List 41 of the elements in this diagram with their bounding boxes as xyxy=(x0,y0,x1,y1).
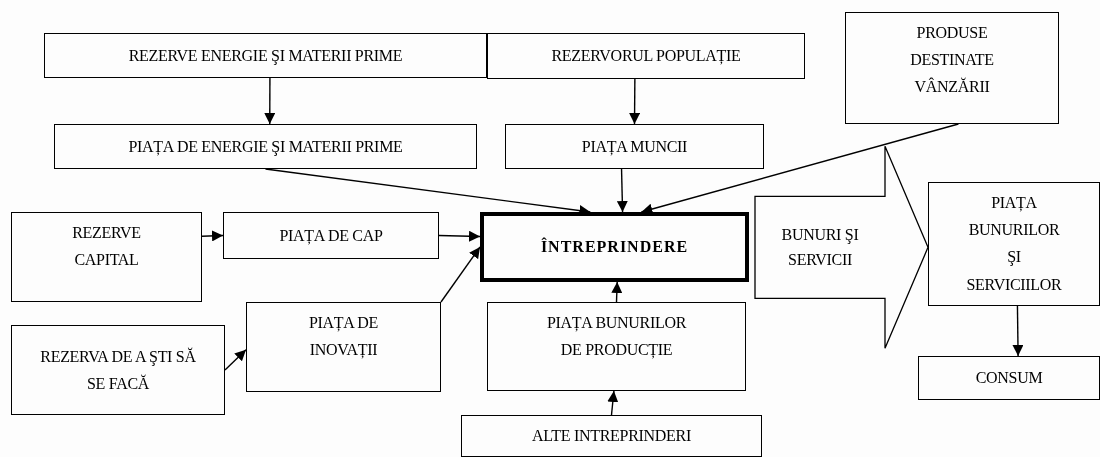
node-label: PIAȚA DE INOVAȚII xyxy=(307,313,380,361)
arrow xyxy=(607,390,619,416)
process-box xyxy=(54,124,477,169)
process-box xyxy=(11,212,202,302)
process-box xyxy=(928,182,1100,306)
arrow xyxy=(616,168,628,213)
arrow xyxy=(201,230,224,242)
arrow xyxy=(440,246,481,303)
process-box xyxy=(44,33,487,78)
node-label: ÎNTREPRINDERE xyxy=(540,236,689,258)
edge-label: BUNURI ŞI SERVICII xyxy=(780,224,860,271)
node-label: ALTE INTREPRINDERI xyxy=(532,426,691,447)
node-label: PIAȚA BUNURILOR ŞI SERVICIILOR xyxy=(965,193,1063,295)
node-label: PRODUSE DESTINATE VÂNZĂRII xyxy=(909,23,995,98)
arrow xyxy=(264,77,276,125)
node-label: PIAȚA DE CAP xyxy=(279,225,383,247)
process-box xyxy=(487,302,746,391)
process-box xyxy=(487,33,805,79)
process-box xyxy=(246,302,441,392)
node-label: REZERVE CAPITAL xyxy=(71,223,142,271)
process-box xyxy=(223,212,439,259)
block-arrow xyxy=(754,145,929,349)
process-box xyxy=(918,356,1100,400)
node-label: PIAȚA DE ENERGIE ŞI MATERII PRIME xyxy=(128,136,403,158)
arrow xyxy=(1012,305,1024,357)
process-box xyxy=(845,12,1059,124)
process-box xyxy=(461,415,762,457)
node-label: PIAȚA MUNCII xyxy=(581,136,688,158)
process-box xyxy=(11,325,225,415)
process-box xyxy=(505,124,764,169)
arrow xyxy=(629,78,641,125)
arrow xyxy=(224,349,247,371)
arrow xyxy=(640,123,960,215)
node-label: CONSUM xyxy=(975,368,1043,389)
node-label: PIAȚA BUNURILOR DE PRODUCȚIE xyxy=(545,313,688,361)
node-label: REZERVE ENERGIE ŞI MATERII PRIME xyxy=(128,45,403,67)
node-label: REZERVORUL POPULAȚIE xyxy=(551,46,741,67)
arrow xyxy=(438,230,481,242)
main-box xyxy=(480,212,749,282)
node-label: REZERVA DE A ŞTI SĂ SE FACĂ xyxy=(39,346,197,394)
arrow xyxy=(611,281,623,303)
